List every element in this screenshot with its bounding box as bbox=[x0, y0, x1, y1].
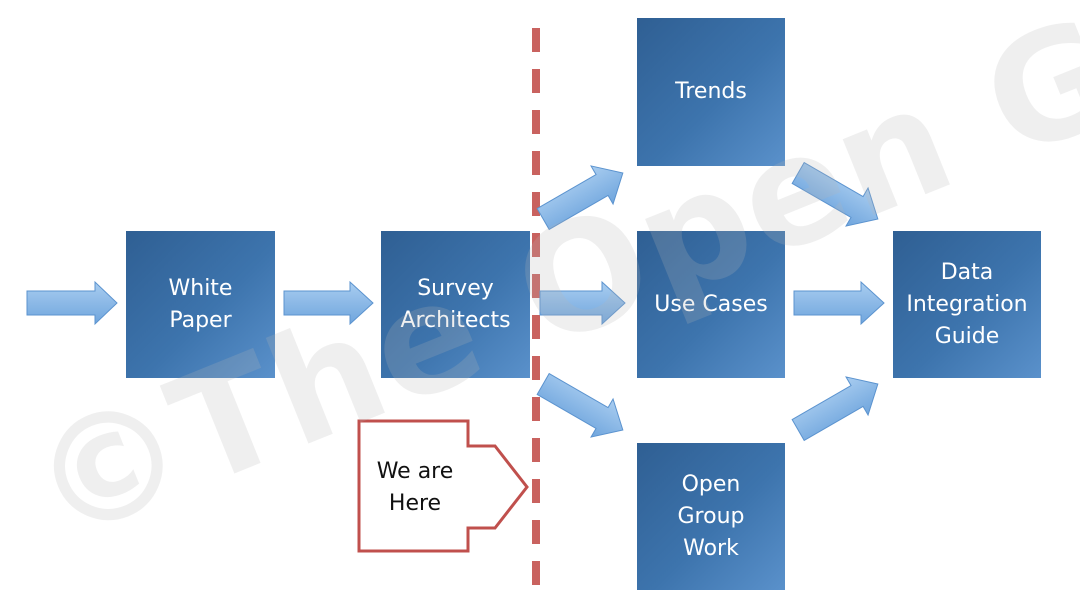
we-are-here-label: We are Here bbox=[376, 459, 454, 516]
use-cases-box: Use Cases bbox=[637, 231, 785, 378]
arrow-into-white-paper bbox=[26, 280, 118, 326]
trends-box: Trends bbox=[637, 18, 785, 166]
arrow-survey-to-trends bbox=[536, 165, 624, 231]
arrow-white-paper-to-survey bbox=[283, 280, 374, 326]
white-paper-box: White Paper bbox=[126, 231, 275, 378]
data-integration-guide-box: Data Integration Guide bbox=[893, 231, 1041, 378]
arrow-survey-to-use-cases bbox=[539, 280, 626, 326]
open-group-work-box: Open Group Work bbox=[637, 443, 785, 590]
arrow-use-cases-to-guide bbox=[793, 280, 885, 326]
arrow-trends-to-guide bbox=[791, 161, 879, 227]
arrow-survey-to-open-group bbox=[536, 372, 624, 438]
we-are-here-callout bbox=[357, 419, 529, 553]
survey-architects-box: Survey Architects bbox=[381, 231, 530, 378]
arrow-open-group-to-guide bbox=[791, 376, 879, 442]
